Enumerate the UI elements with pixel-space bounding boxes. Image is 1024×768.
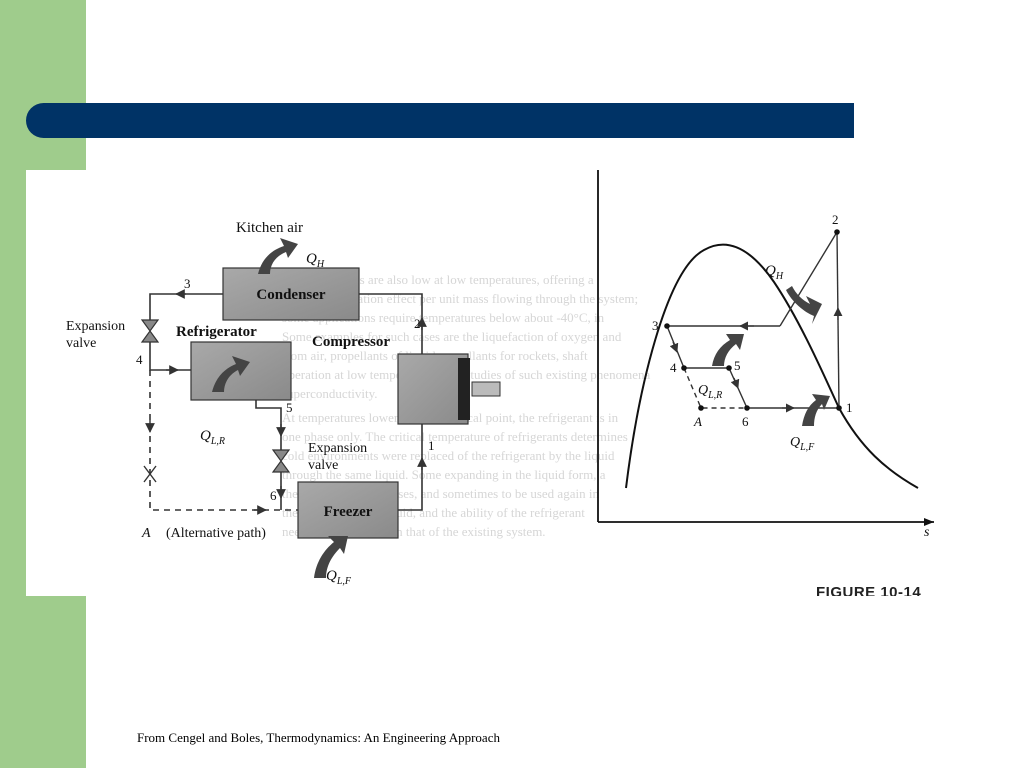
source-credit: From Cengel and Boles, Thermodynamics: A… [137, 730, 500, 745]
ts-point-6 [744, 405, 750, 411]
alternative-path-label: (Alternative path) [166, 526, 266, 541]
ts-point-a [698, 405, 704, 411]
qlr-label: QL,R [200, 428, 225, 447]
qlf-label: QL,F [326, 568, 352, 587]
condenser-label: Condenser [256, 287, 326, 303]
condenser-box [222, 267, 360, 321]
alternative-valve-icon [143, 465, 157, 483]
bleed-line: through the same liquid. Some expanding … [282, 467, 606, 482]
ts-state-2-label: 2 [832, 212, 839, 227]
compressor-label: Compressor [312, 334, 390, 350]
compressor-shaft-icon [471, 381, 501, 397]
ts-point-4 [681, 365, 687, 371]
qh-label: QH [306, 251, 325, 270]
state-5-label: 5 [286, 400, 293, 415]
pipe-valve-to-refrigerator [149, 342, 191, 371]
compressor-piston-icon [458, 358, 470, 420]
freezer-box [297, 481, 399, 539]
s-axis-label: s [924, 525, 930, 540]
ts-state-1-label: 1 [846, 400, 853, 415]
ts-point-3 [664, 323, 670, 329]
bleed-line: some applications require temperatures b… [282, 310, 605, 325]
bleed-line: superconductivity. [282, 386, 378, 401]
figure-caption: FIGURE 10-14 [816, 584, 922, 596]
ts-qh-label: QH [765, 263, 784, 282]
saturation-dome [625, 243, 919, 489]
refrigeration-schematic: Condenser Refrigerator Freezer Compresso… [66, 220, 501, 587]
ts-state-6-label: 6 [742, 414, 749, 429]
expansion-valve-left-icon [140, 319, 160, 343]
ts-state-5-label: 5 [734, 358, 741, 373]
ts-heat-arrow-qlf-icon [802, 394, 830, 426]
ts-point-a-label: A [693, 414, 702, 429]
bleed-line: Some examples for such cases are the liq… [282, 329, 622, 344]
state-4-label: 4 [136, 352, 143, 367]
cycle-alternative-path [683, 367, 747, 409]
pipe-refrigerator-to-valve [255, 400, 282, 450]
pipe-condenser-to-valve [149, 293, 223, 320]
ts-qlr-label: QL,R [698, 383, 722, 401]
expansion-valve-right-icon [271, 449, 291, 473]
state-2-label: 2 [414, 316, 421, 331]
heat-arrow-qlr-icon [212, 356, 250, 392]
bleed-line: Vapor pressures are also low at low temp… [282, 272, 594, 287]
ts-point-1 [836, 405, 842, 411]
bleed-line: one phase only. The critical temperature… [282, 429, 628, 444]
point-a-label: A [141, 526, 151, 541]
alternative-path-line [149, 370, 298, 511]
figure-svg: Vapor pressures are also low at low temp… [66, 170, 934, 587]
kitchen-air-label: Kitchen air [236, 220, 303, 236]
freezer-label: Freezer [324, 504, 373, 520]
cycle-2-3a [779, 231, 838, 327]
ts-state-3-label: 3 [652, 318, 659, 333]
ts-heat-arrow-qh-icon [786, 286, 822, 324]
heat-arrow-qlf-icon [314, 536, 348, 578]
refrigerator-label: Refrigerator [176, 324, 257, 340]
ts-state-4-label: 4 [670, 360, 677, 375]
state-3-label: 3 [184, 276, 191, 291]
figure-panel: Vapor pressures are also low at low temp… [26, 170, 936, 596]
heat-arrow-qh-icon [258, 238, 298, 274]
slide-title-bar [26, 103, 854, 138]
ts-point-2 [834, 229, 840, 235]
ts-point-5 [726, 365, 732, 371]
ts-heat-arrow-qlr-icon [712, 334, 744, 366]
pipe-compressor-to-condenser [359, 293, 423, 354]
ts-diagram: s [597, 170, 934, 540]
ts-qlf-label: QL,F [790, 435, 815, 453]
state-1-label: 1 [428, 438, 435, 453]
compressor-box [397, 353, 469, 425]
bleed-line: cold environments were replaced of the r… [282, 448, 615, 463]
state-6-label: 6 [270, 488, 277, 503]
